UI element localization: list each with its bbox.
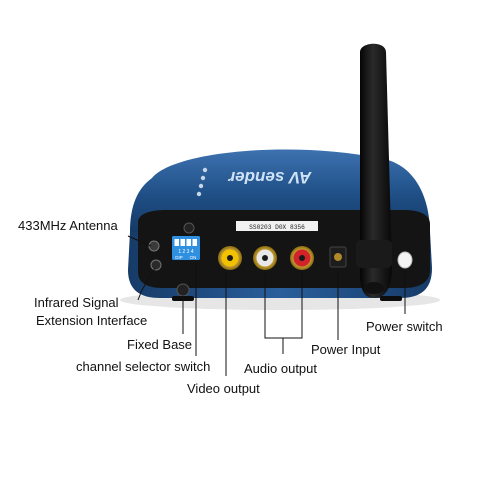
- indicator-led: [198, 183, 204, 189]
- fixed-base-screw: [176, 283, 190, 297]
- dip-numbers: 1 2 3 4: [178, 249, 194, 255]
- callout-line-antenna-433: [127, 235, 152, 247]
- antenna-joint: [364, 282, 384, 294]
- back-panel: [138, 210, 430, 288]
- label-infrared-line1: Infrared Signal: [34, 295, 119, 310]
- label-channel-selector: channel selector switch: [76, 359, 211, 374]
- dip-key: [174, 239, 179, 246]
- dip-on-label: ON: [190, 255, 197, 260]
- panel-screw: [183, 222, 195, 234]
- infrared-jack: [150, 259, 162, 271]
- dip-key: [180, 239, 185, 246]
- power-switch-button: [397, 251, 413, 269]
- callout-line-infrared: [137, 267, 156, 301]
- label-power-input: Power Input: [311, 342, 381, 357]
- serial-sticker: [236, 221, 318, 231]
- label-power-switch: Power switch: [366, 319, 443, 334]
- antenna: [360, 43, 392, 298]
- dip-key: [186, 239, 191, 246]
- foot: [380, 296, 402, 301]
- rca-audio-white-jack: [253, 246, 277, 270]
- label-video-output: Video output: [187, 381, 260, 396]
- label-audio-output: Audio output: [244, 361, 318, 376]
- rca-audio-red-jack: [290, 246, 314, 270]
- indicator-led: [196, 191, 202, 197]
- indicator-led: [200, 175, 206, 181]
- serial-number: SS0203 D0X 8356: [249, 224, 305, 231]
- indicator-led: [202, 167, 208, 173]
- brand-logo: AV sender: [227, 168, 312, 187]
- label-infrared-line2: Extension Interface: [36, 313, 148, 328]
- antenna-433-jack: [148, 240, 160, 252]
- antenna-base: [356, 240, 392, 268]
- rca-video-jack: [218, 246, 242, 270]
- dip-key: [192, 239, 197, 246]
- dip-label: DIP: [175, 255, 183, 260]
- label-antenna-433: 433MHz Antenna: [18, 218, 118, 233]
- label-fixed-base: Fixed Base: [127, 337, 193, 352]
